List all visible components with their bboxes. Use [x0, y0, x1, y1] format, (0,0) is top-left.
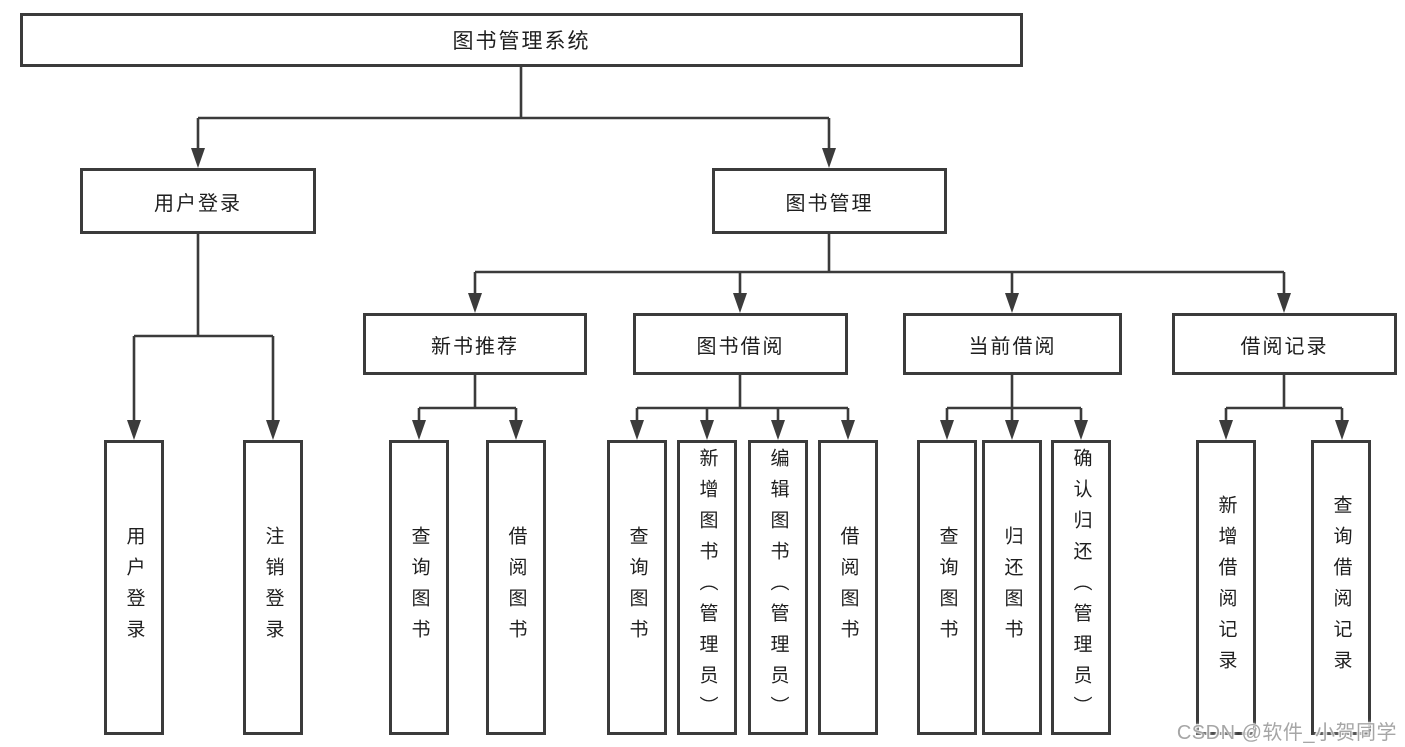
leaf-query-books-borrow: 查询图书 [607, 440, 667, 735]
leaf-confirm-return-admin-label: 确认归还（管理员） [1070, 448, 1092, 727]
leaf-edit-book-admin-label: 编辑图书（管理员） [767, 448, 789, 727]
leaf-user-login-label: 用户登录 [123, 525, 145, 650]
node-new-book-recommend: 新书推荐 [363, 313, 587, 375]
leaf-user-login: 用户登录 [104, 440, 164, 735]
leaf-borrow-books-newbook-label: 借阅图书 [505, 525, 527, 650]
leaf-add-book-admin: 新增图书（管理员） [677, 440, 737, 735]
leaf-add-borrow-record: 新增借阅记录 [1196, 440, 1256, 735]
leaf-query-books-newbook: 查询图书 [389, 440, 449, 735]
leaf-return-book: 归还图书 [982, 440, 1042, 735]
leaf-logout: 注销登录 [243, 440, 303, 735]
connector-book-borrow-to-leaves [630, 375, 855, 440]
leaf-edit-book-admin: 编辑图书（管理员） [748, 440, 808, 735]
leaf-query-borrow-record: 查询借阅记录 [1311, 440, 1371, 735]
node-user-login: 用户登录 [80, 168, 316, 234]
leaf-borrow-books-borrow: 借阅图书 [818, 440, 878, 735]
connector-book-management-to-level3 [468, 234, 1291, 313]
leaf-query-books-current: 查询图书 [917, 440, 977, 735]
connector-user-login-to-leaves [127, 234, 280, 440]
leaf-borrow-books-borrow-label: 借阅图书 [837, 525, 859, 650]
node-book-borrow: 图书借阅 [633, 313, 848, 375]
leaf-borrow-books-newbook: 借阅图书 [486, 440, 546, 735]
leaf-logout-label: 注销登录 [262, 525, 284, 650]
leaf-query-borrow-record-label: 查询借阅记录 [1330, 494, 1352, 681]
leaf-return-book-label: 归还图书 [1001, 525, 1023, 650]
leaf-add-borrow-record-label: 新增借阅记录 [1215, 494, 1237, 681]
leaf-add-book-admin-label: 新增图书（管理员） [696, 448, 718, 727]
connector-new-book-to-leaves [412, 375, 523, 440]
node-book-management: 图书管理 [712, 168, 947, 234]
csdn-watermark: CSDN @软件_小贺同学 [1176, 722, 1397, 744]
connector-current-borrow-to-leaves [940, 375, 1088, 440]
connector-root-to-level2 [191, 67, 836, 168]
node-root: 图书管理系统 [20, 13, 1023, 67]
connector-borrow-records-to-leaves [1219, 375, 1349, 440]
leaf-query-books-newbook-label: 查询图书 [408, 525, 430, 650]
leaf-query-books-current-label: 查询图书 [936, 525, 958, 650]
leaf-query-books-borrow-label: 查询图书 [626, 525, 648, 650]
node-borrow-records: 借阅记录 [1172, 313, 1397, 375]
node-current-borrow: 当前借阅 [903, 313, 1122, 375]
leaf-confirm-return-admin: 确认归还（管理员） [1051, 440, 1111, 735]
